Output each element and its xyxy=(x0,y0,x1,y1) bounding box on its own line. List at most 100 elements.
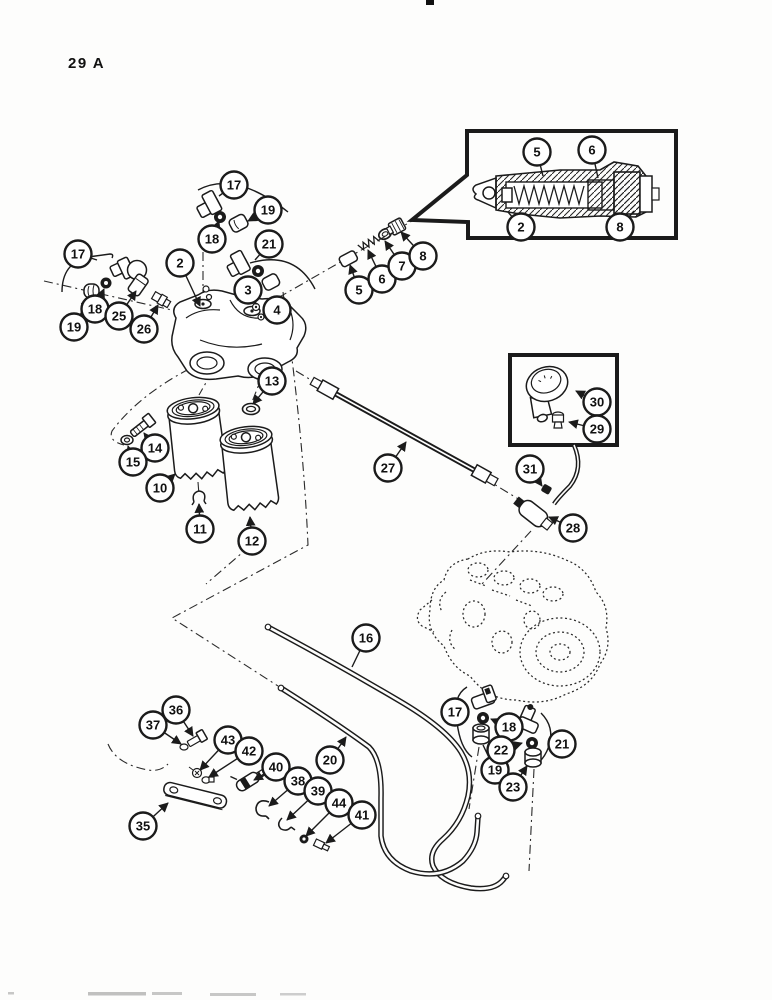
nut-19 xyxy=(472,723,490,745)
gauge-fitting-29 xyxy=(551,411,565,429)
valve-spring-6 xyxy=(357,235,380,252)
valve-piston-5 xyxy=(338,250,359,268)
svg-text:8: 8 xyxy=(616,220,623,235)
svg-text:38: 38 xyxy=(291,774,305,789)
svg-text:39: 39 xyxy=(311,784,325,799)
clamp-43 xyxy=(188,766,206,779)
svg-text:8: 8 xyxy=(419,249,426,264)
svg-text:15: 15 xyxy=(126,455,140,470)
callout-25: 25 xyxy=(104,290,137,331)
callout-13: 13 xyxy=(252,366,287,405)
callout-44: 44 xyxy=(305,788,354,837)
elbow-fitting xyxy=(226,249,251,277)
svg-text:41: 41 xyxy=(355,808,369,823)
nut-42 xyxy=(201,776,215,784)
callout-26: 26 xyxy=(129,304,159,344)
svg-text:13: 13 xyxy=(265,374,279,389)
callout-10: 10 xyxy=(145,473,176,503)
elbow-fitting xyxy=(196,189,223,219)
callout-18: 18 xyxy=(197,220,227,254)
callout-29: 29 xyxy=(568,414,612,444)
scan-artifact xyxy=(426,0,434,5)
svg-text:29: 29 xyxy=(590,422,604,437)
o-ring-13 xyxy=(241,402,261,416)
callout-36: 36 xyxy=(161,695,194,737)
sender-fitting-28 xyxy=(513,496,554,531)
clip-38 xyxy=(255,800,270,820)
inset-box xyxy=(406,129,678,240)
callout-37: 37 xyxy=(138,710,182,745)
callout-35: 35 xyxy=(128,802,169,841)
callout-17: 17 xyxy=(218,170,249,200)
callout-28: 28 xyxy=(548,513,588,543)
svg-text:7: 7 xyxy=(398,259,405,274)
callout-8: 8 xyxy=(400,231,438,271)
callout-27: 27 xyxy=(373,441,407,483)
oil-filter-right xyxy=(219,425,280,512)
svg-text:14: 14 xyxy=(148,441,163,456)
callout-12: 12 xyxy=(237,516,267,556)
svg-text:19: 19 xyxy=(261,203,275,218)
callout-3: 3 xyxy=(233,275,263,305)
svg-text:21: 21 xyxy=(555,737,569,752)
svg-text:18: 18 xyxy=(88,302,102,317)
callout-21: 21 xyxy=(254,229,284,261)
svg-text:17: 17 xyxy=(448,705,462,720)
page-number-label: 29 A xyxy=(68,55,106,72)
callout-6: 6 xyxy=(577,135,607,179)
plug-19 xyxy=(228,213,249,233)
svg-text:16: 16 xyxy=(359,631,373,646)
tube-20 xyxy=(277,684,482,877)
callout-21: 21 xyxy=(547,729,577,759)
svg-text:2: 2 xyxy=(517,220,524,235)
svg-text:37: 37 xyxy=(146,718,160,733)
svg-text:18: 18 xyxy=(205,232,219,247)
nut-37 xyxy=(179,743,189,751)
bypass-valve-section xyxy=(472,161,660,219)
nipple-26 xyxy=(150,290,172,309)
svg-text:18: 18 xyxy=(502,720,516,735)
valve-plug-8 xyxy=(385,217,407,236)
bottom-left-hardware xyxy=(163,729,331,852)
callout-42: 42 xyxy=(208,736,264,778)
svg-text:31: 31 xyxy=(523,462,537,477)
svg-text:20: 20 xyxy=(323,753,337,768)
svg-text:5: 5 xyxy=(355,283,362,298)
svg-text:2: 2 xyxy=(176,256,183,271)
svg-text:23: 23 xyxy=(506,780,520,795)
callout-2: 2 xyxy=(506,211,536,242)
svg-text:42: 42 xyxy=(242,744,256,759)
svg-text:26: 26 xyxy=(137,322,151,337)
callout-8: 8 xyxy=(605,210,635,242)
svg-text:35: 35 xyxy=(136,819,150,834)
callout-14: 14 xyxy=(140,432,170,463)
svg-text:21: 21 xyxy=(262,237,276,252)
callout-15: 15 xyxy=(118,445,148,477)
gauge-box xyxy=(508,353,619,506)
engine-block-outline xyxy=(416,550,609,703)
elbow-fitting xyxy=(470,684,497,710)
bolt-14 xyxy=(129,412,157,438)
washer-44 xyxy=(299,834,309,844)
svg-text:3: 3 xyxy=(244,283,251,298)
callout-40: 40 xyxy=(253,752,291,782)
callout-19: 19 xyxy=(247,195,283,225)
washer-15 xyxy=(120,434,134,446)
callout-23: 23 xyxy=(498,765,528,802)
svg-text:25: 25 xyxy=(112,309,126,324)
svg-text:17: 17 xyxy=(71,247,85,262)
svg-text:36: 36 xyxy=(169,703,183,718)
bracket-35 xyxy=(163,781,228,811)
svg-text:6: 6 xyxy=(588,143,595,158)
callout-22: 22 xyxy=(486,735,523,765)
svg-text:12: 12 xyxy=(245,534,259,549)
svg-text:10: 10 xyxy=(153,481,167,496)
callout-17: 17 xyxy=(440,697,470,727)
callout-11: 11 xyxy=(185,503,215,544)
callout-16: 16 xyxy=(351,623,381,668)
print-artifacts xyxy=(8,992,306,996)
callout-17: 17 xyxy=(63,239,98,269)
callout-20: 20 xyxy=(315,736,347,775)
